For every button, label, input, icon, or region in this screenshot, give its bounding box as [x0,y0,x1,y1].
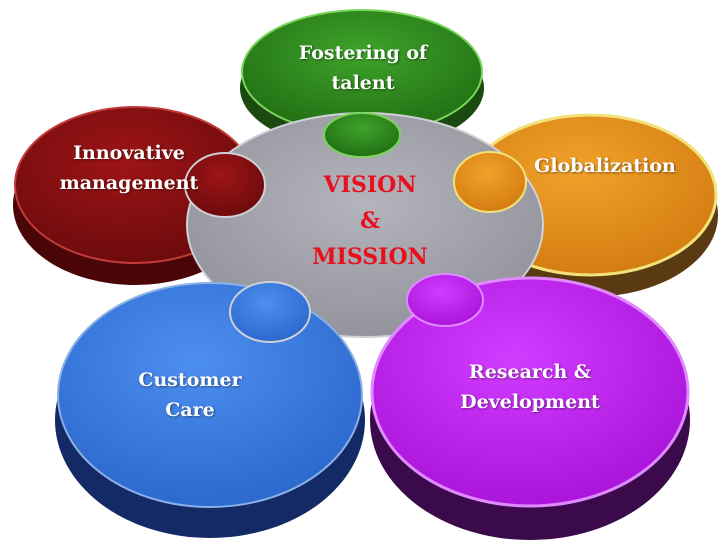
research-line-2: Development [460,391,600,413]
innovative-line-2: management [59,172,199,194]
fostering-line-2: talent [331,72,395,94]
petal-customer-label: Customer Care [105,365,275,425]
fostering-line-1: Fostering of [298,42,428,64]
petal-fostering-label: Fostering of talent [270,38,456,98]
petal-research-shape [370,273,690,540]
customer-line-2: Care [165,399,215,421]
petal-research-label: Research & Development [440,357,620,417]
customer-line-1: Customer [138,369,242,391]
center-label: VISION & MISSION [290,167,450,275]
petal-innovative-label: Innovative management [40,138,218,198]
petal-globalization-label: Globalization [515,151,695,181]
center-line-vision: VISION [323,172,417,198]
center-line-ampersand: & [360,208,380,234]
center-line-mission: MISSION [312,244,428,270]
innovative-line-1: Innovative [73,142,185,164]
petal-customer-shape [55,281,365,538]
globalization-line-1: Globalization [534,155,676,177]
research-line-1: Research & [468,361,592,383]
